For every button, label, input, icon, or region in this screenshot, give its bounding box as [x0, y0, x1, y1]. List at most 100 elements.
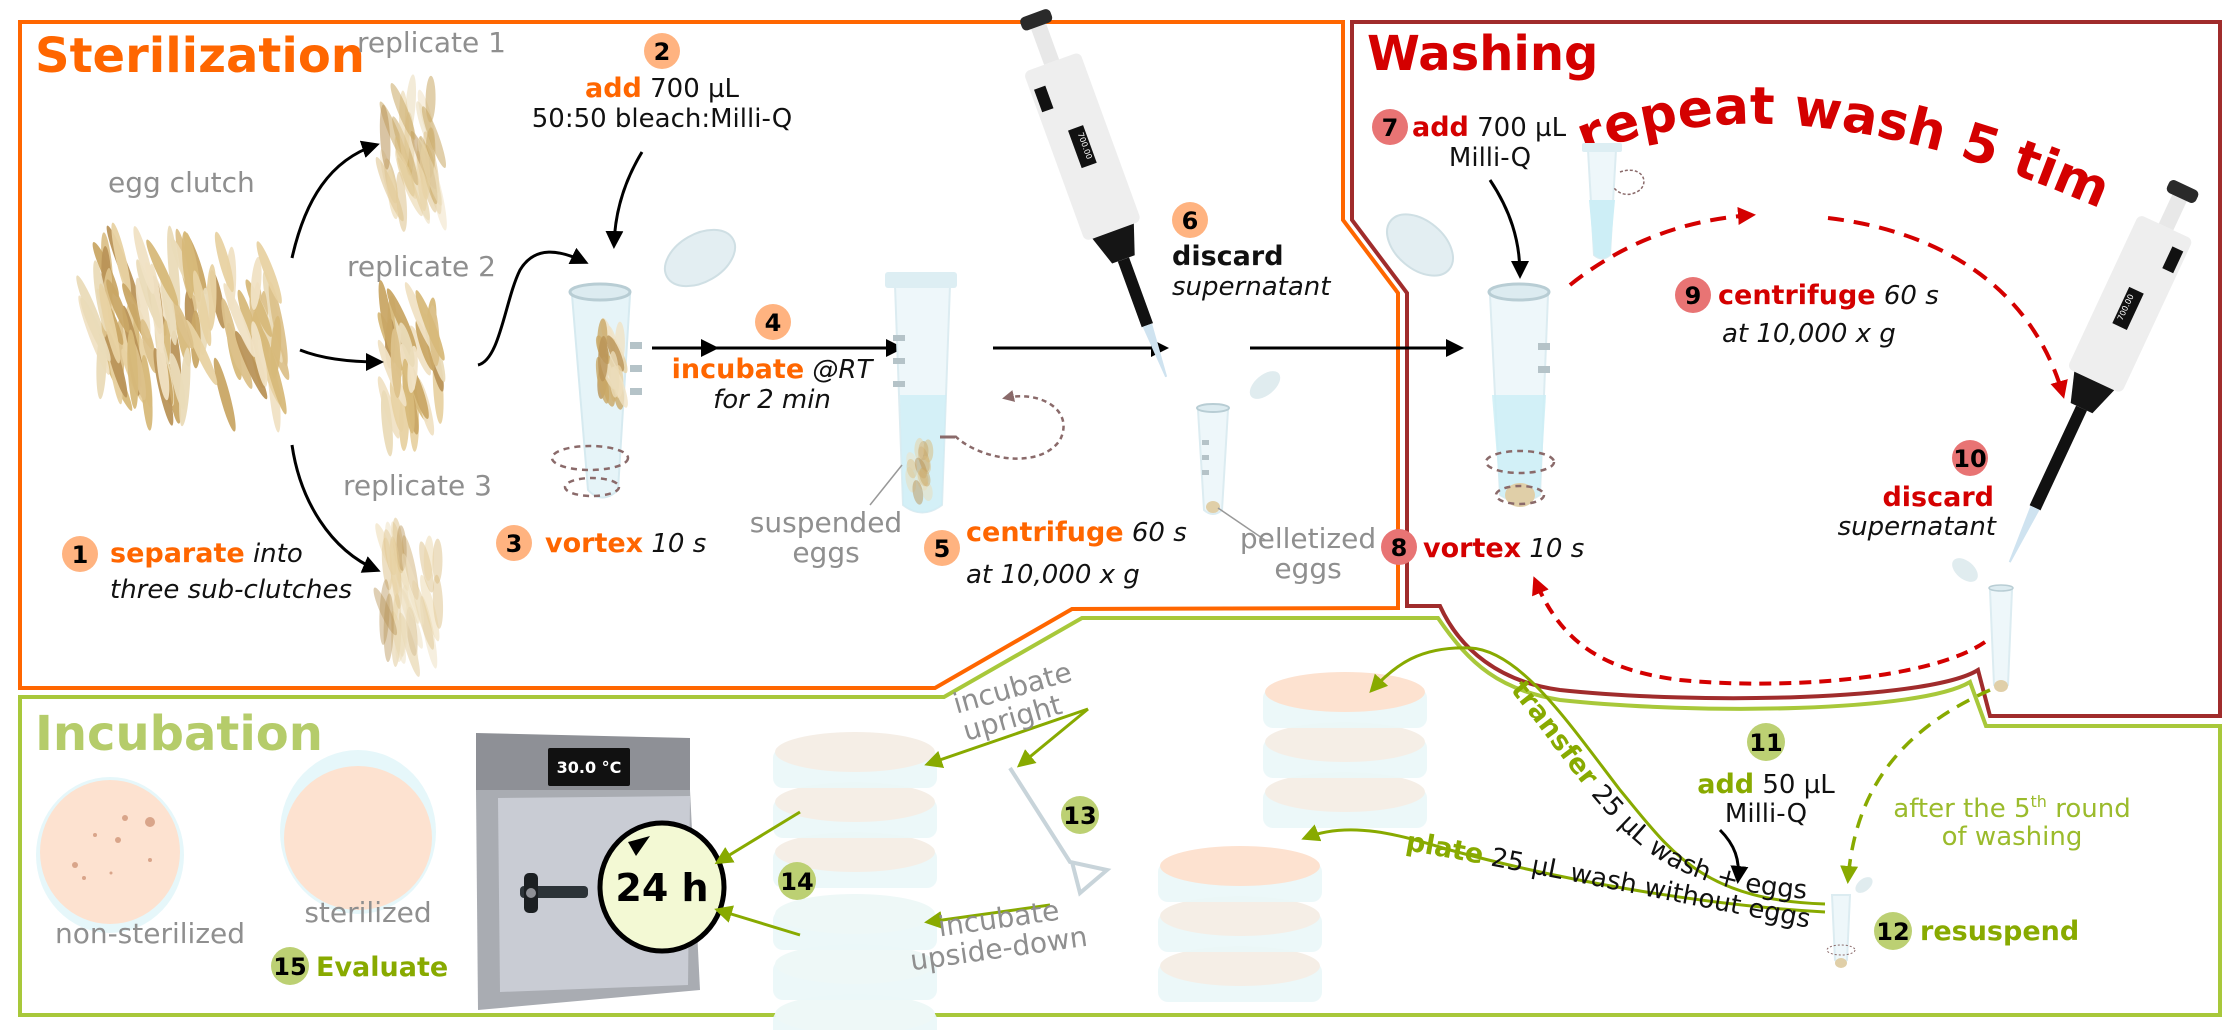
egg	[127, 329, 139, 409]
plate-curve	[1301, 824, 1826, 914]
egg	[391, 521, 410, 591]
svg-text:2: 2	[654, 38, 671, 66]
egg	[140, 355, 153, 431]
pelletized-eggs-label: pelletized	[1240, 522, 1376, 555]
step-1: 1 separate into three sub-clutches	[62, 536, 352, 605]
egg	[409, 325, 431, 376]
washing-centrifuge-tube	[1582, 143, 1645, 260]
pellet-tube	[1196, 371, 1281, 515]
egg	[270, 315, 282, 379]
svg-text:resuspend: resuspend	[1920, 916, 2079, 947]
egg	[419, 541, 434, 593]
egg	[398, 322, 415, 367]
step-2-text: add 700 µL	[585, 73, 740, 104]
pelletized-eggs-label-line2: eggs	[1274, 552, 1341, 585]
svg-text:4: 4	[765, 309, 782, 337]
egg	[405, 602, 419, 672]
egg	[373, 587, 398, 636]
step-6: 6 discard supernatant	[1172, 202, 1331, 302]
arrow-incubate-upright	[1016, 707, 1089, 768]
petri-dish-agar	[1265, 722, 1425, 762]
washing-title: Washing	[1367, 26, 1598, 82]
step-2-badge	[644, 33, 680, 69]
step-7: 7 add 700 µL Milli-Q	[1372, 109, 1567, 173]
egg	[99, 283, 121, 364]
svg-text:vortex 10 s: vortex 10 s	[545, 528, 706, 559]
egg	[379, 104, 391, 170]
egg	[140, 319, 158, 374]
step-11: 11 add 50 µL Milli-Q	[1697, 723, 1835, 829]
timer-label: 24 h	[615, 866, 708, 910]
transfer-curve	[1369, 646, 1826, 906]
svg-text:11: 11	[1749, 729, 1782, 757]
petri-dish-agar	[1265, 672, 1425, 712]
step-8: 8 vortex 10 s	[1381, 529, 1584, 565]
egg	[389, 538, 401, 595]
step-12-badge	[1874, 912, 1912, 950]
step-3: 3 vortex 10 s	[496, 525, 706, 561]
egg	[214, 231, 234, 293]
petri-dish-agar	[1160, 896, 1320, 936]
egg	[383, 593, 394, 663]
svg-text:add 700 µL: add 700 µL	[1412, 112, 1567, 143]
wash-cycle-arrow-3	[1532, 576, 1987, 686]
egg	[235, 330, 268, 400]
egg	[420, 574, 440, 642]
egg	[392, 517, 405, 574]
step-1-badge	[62, 536, 98, 572]
step-1-number: 1	[72, 541, 89, 569]
egg	[385, 521, 398, 583]
egg	[133, 226, 155, 294]
svg-text:15: 15	[273, 953, 306, 981]
sterilization-border	[18, 20, 1400, 690]
egg	[393, 558, 419, 624]
sterilization-title: Sterilization	[35, 28, 365, 84]
pipette-washing: 700.00	[2008, 180, 2199, 563]
egg	[375, 523, 397, 574]
arrow-to-replicate-3	[290, 444, 381, 573]
svg-text:12: 12	[1876, 918, 1909, 946]
egg	[256, 241, 282, 304]
spreader-icon	[1008, 766, 1112, 897]
step-4-badge	[755, 304, 791, 340]
petri-dish-agar	[775, 944, 935, 984]
egg	[432, 538, 443, 584]
replicate-1-eggs	[375, 74, 447, 232]
after-5th-round-label-line2: of washing	[1942, 822, 2083, 852]
suspended-eggs-label-line2: eggs	[792, 536, 859, 569]
replicate-3-label: replicate 3	[343, 469, 492, 502]
wash-cycle-arrow-2	[1827, 216, 2068, 399]
svg-text:13: 13	[1063, 802, 1096, 830]
arrow-add-to-tube	[605, 151, 644, 249]
egg	[381, 537, 393, 591]
svg-text:5: 5	[934, 535, 951, 563]
egg	[401, 553, 425, 626]
svg-text:9: 9	[1685, 282, 1702, 310]
arrow-to-replicate-2	[299, 348, 384, 371]
step-5-badge	[924, 530, 960, 566]
step-13-badge	[1061, 796, 1099, 834]
replicate-1-label: replicate 1	[357, 26, 506, 59]
step-9-badge	[1675, 277, 1711, 313]
egg	[608, 350, 620, 398]
petri-dish-agar	[1160, 846, 1320, 886]
egg	[185, 319, 218, 386]
egg	[395, 615, 406, 663]
egg	[169, 353, 186, 410]
egg	[392, 553, 420, 624]
vortex-motion-icon	[550, 444, 630, 472]
egg	[402, 535, 419, 600]
step-7-badge	[1372, 109, 1408, 145]
petri-dish-agar	[775, 732, 935, 772]
after-5th-round-arrow	[1840, 688, 1991, 884]
egg	[379, 579, 390, 645]
suspended-eggs-label: suspended	[750, 506, 902, 539]
egg	[136, 259, 162, 329]
egg	[425, 75, 436, 123]
egg	[221, 298, 242, 370]
arrow-to-replicate-1	[290, 140, 380, 259]
step-3-badge	[496, 525, 532, 561]
washing-border	[1350, 20, 2222, 718]
egg	[412, 580, 435, 650]
step-1-text: separate into	[110, 538, 303, 569]
